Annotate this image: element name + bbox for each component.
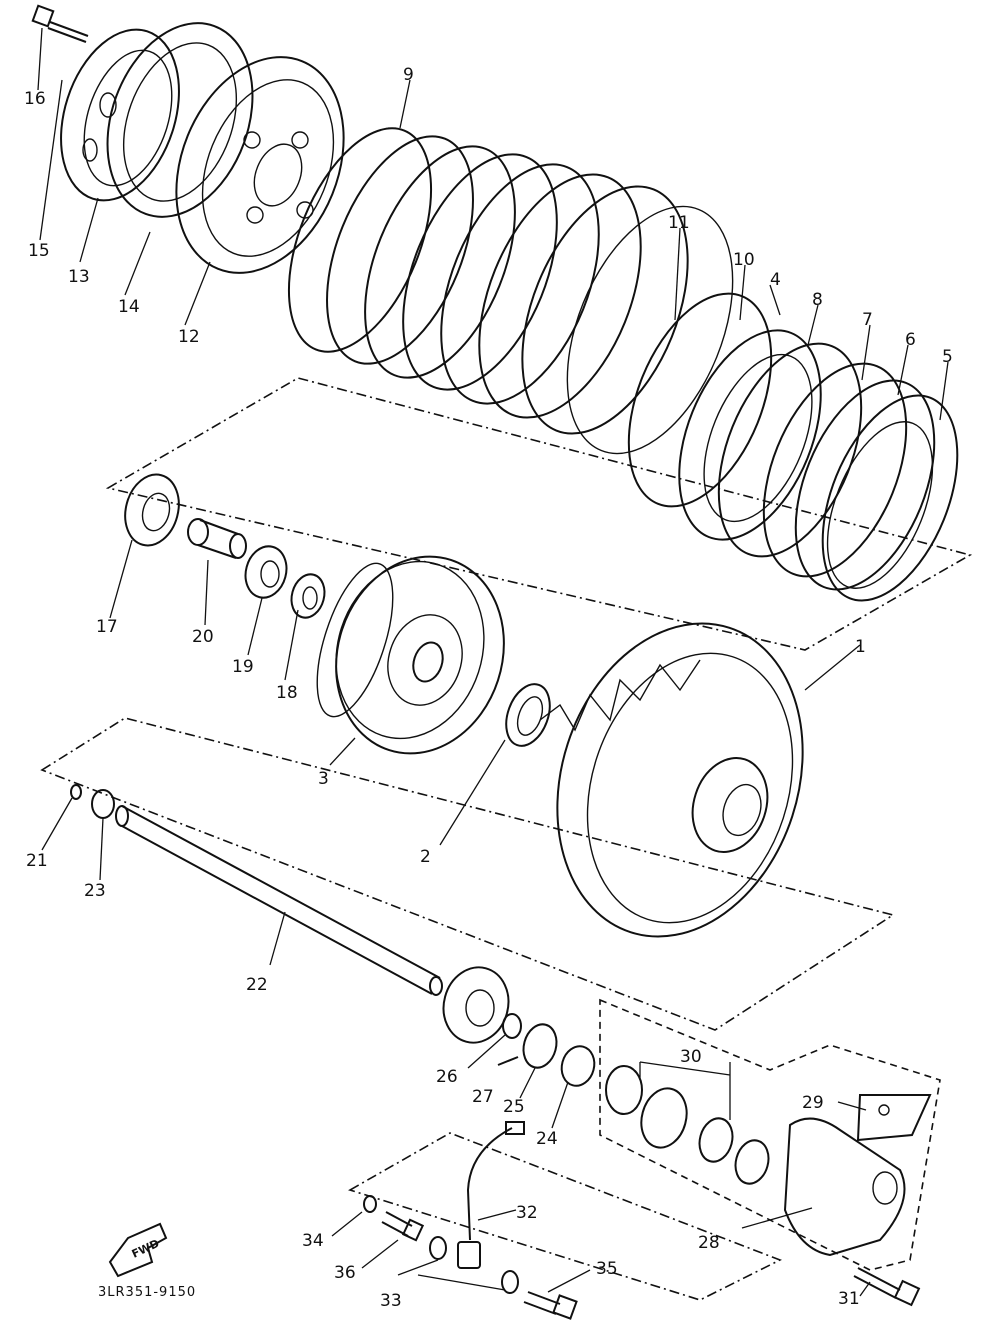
callout-19: 19	[232, 657, 254, 677]
callout-18: 18	[276, 683, 298, 703]
bushing-23	[91, 789, 115, 819]
piston-25	[522, 1023, 558, 1069]
callout-6: 6	[905, 330, 916, 350]
plate-7	[762, 362, 908, 578]
push-pin-20	[187, 518, 247, 559]
plate-6	[794, 379, 936, 591]
shaft-group-frame	[40, 717, 895, 1031]
primary-gear-3	[316, 555, 505, 755]
callout-3: 3	[318, 769, 329, 789]
callout-12: 12	[178, 327, 200, 347]
diagram-code: 3LR351-9150	[98, 1285, 196, 1300]
callout-28: 28	[698, 1233, 720, 1253]
nut-19	[244, 545, 288, 599]
clutch-plate-stack-9	[287, 127, 734, 455]
ball-24	[560, 1045, 596, 1087]
fwd-label: FWD	[130, 1237, 162, 1261]
bracket-29	[856, 1094, 932, 1142]
callout-15: 15	[28, 241, 50, 261]
bolt-16	[31, 4, 89, 43]
cap-34	[363, 1195, 377, 1213]
fwd-arrow-icon: FWD	[108, 1222, 168, 1278]
pin-27	[497, 1056, 519, 1066]
callout-36: 36	[334, 1263, 356, 1283]
thrust-washer-2	[505, 683, 551, 747]
washer-33	[429, 1236, 519, 1294]
seat-plate-4	[678, 329, 822, 541]
callout-25: 25	[503, 1097, 525, 1117]
callout-32: 32	[516, 1203, 538, 1223]
circlip-21	[70, 784, 82, 800]
damper-spring-8	[717, 342, 863, 558]
o-ring-26	[502, 1013, 522, 1039]
callout-4: 4	[770, 270, 781, 290]
clutch-housing-1	[539, 622, 804, 938]
release-cylinder-28	[783, 1117, 906, 1257]
plate-group-frame	[105, 377, 973, 651]
callout-23: 22	[246, 975, 268, 995]
callout-16: 16	[24, 89, 46, 109]
clutch-boss-12	[175, 56, 345, 274]
bearing-17	[124, 473, 180, 547]
hose-32	[457, 1121, 525, 1269]
callout-9: 9	[403, 65, 414, 85]
callout-24: 24	[536, 1129, 558, 1149]
callout-20: 20	[192, 627, 214, 647]
spring-ring-10	[627, 292, 773, 508]
callout-35: 35	[596, 1259, 618, 1279]
pressure-plate-13	[60, 28, 180, 202]
callout-33: 33	[380, 1291, 402, 1311]
callout-labels: 1 2 3 4 5 6 7 8 9 10 11 12 13 14 15 16 1…	[24, 65, 953, 1311]
oil-seal-bearing	[442, 966, 510, 1044]
friction-plate-14	[106, 22, 254, 218]
plate-5	[821, 394, 959, 602]
leader-lines	[37, 27, 949, 1297]
release-kit-30	[605, 1065, 770, 1185]
callout-30: 30	[680, 1047, 702, 1067]
callout-5: 5	[942, 347, 953, 367]
callout-1: 1	[855, 637, 866, 657]
callout-29: 29	[802, 1093, 824, 1113]
callout-26: 26	[436, 1067, 458, 1087]
callout-17: 17	[96, 617, 118, 637]
callout-34: 34	[302, 1231, 324, 1251]
callout-8: 8	[812, 290, 823, 310]
washer-18	[290, 573, 326, 619]
callout-13: 13	[68, 267, 90, 287]
callout-22: 23	[84, 881, 106, 901]
cylinder-group-frame	[599, 998, 941, 1271]
release-group-frame	[348, 1132, 782, 1301]
bolt-31	[853, 1267, 921, 1307]
callout-14: 14	[118, 297, 140, 317]
callout-7: 7	[862, 310, 873, 330]
union-bolt-35	[523, 1291, 578, 1320]
callout-2: 2	[420, 847, 431, 867]
callout-21: 21	[26, 851, 48, 871]
callout-11: 11	[668, 213, 690, 233]
callout-10: 10	[733, 250, 755, 270]
callout-31: 31	[838, 1289, 860, 1309]
push-rod-22	[115, 805, 443, 996]
callout-27: 27	[472, 1087, 494, 1107]
bleed-screw-36	[381, 1211, 425, 1242]
